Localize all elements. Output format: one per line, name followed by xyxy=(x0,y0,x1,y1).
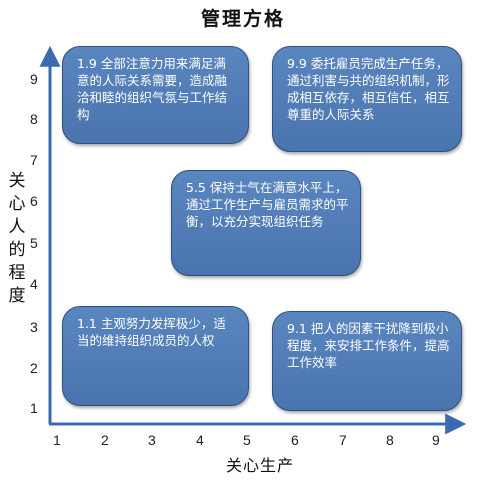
y-tick: 5 xyxy=(30,235,38,251)
diagram-title: 管理方格 xyxy=(200,8,285,30)
y-tick: 8 xyxy=(30,111,38,127)
y-axis-label: 关 心 人 的 程 度 xyxy=(6,170,28,308)
y-tick: 4 xyxy=(30,276,38,292)
x-tick: 1 xyxy=(53,432,61,448)
y-axis-label-char: 的 xyxy=(8,240,26,260)
x-axis-label: 关心生产 xyxy=(225,456,294,475)
y-tick: 2 xyxy=(30,360,38,376)
y-tick: 3 xyxy=(30,319,38,335)
x-tick: 8 xyxy=(386,432,394,448)
grid-box-9-9: 9.9 委托雇员完成生产任务，通过利害与共的组织机制，形成相互依存，相互信任，相… xyxy=(272,46,462,152)
x-tick: 6 xyxy=(291,432,299,448)
x-tick: 3 xyxy=(148,432,156,448)
grid-box-1-9: 1.9 全部注意力用来满足满意的人际关系需要，造成融洽和睦的组织气氛与工作结构 xyxy=(62,46,249,144)
x-tick: 5 xyxy=(243,432,251,448)
y-tick: 9 xyxy=(30,71,38,87)
grid-box-9-1: 9.1 把人的因素干扰降到极小程度，来安排工作条件，提高工作效率 xyxy=(272,311,462,411)
y-axis-label-char: 人 xyxy=(8,217,26,237)
x-tick: 9 xyxy=(432,432,440,448)
x-tick: 4 xyxy=(196,432,204,448)
y-axis-label-char: 关 xyxy=(8,171,26,191)
y-axis-label-char: 度 xyxy=(8,286,26,306)
y-axis-label-char: 程 xyxy=(8,263,26,283)
y-tick: 1 xyxy=(30,400,38,416)
grid-box-1-1: 1.1 主观努力发挥极少，适当的维持组织成员的人权 xyxy=(62,306,249,406)
y-tick: 6 xyxy=(30,193,38,209)
grid-box-5-5: 5.5 保持士气在满意水平上，通过工作生产与雇员需求的平衡，以充分实现组织任务 xyxy=(171,170,361,276)
x-tick: 7 xyxy=(339,432,347,448)
x-tick: 2 xyxy=(101,432,109,448)
y-tick: 7 xyxy=(30,152,38,168)
y-axis-label-char: 心 xyxy=(8,194,26,214)
